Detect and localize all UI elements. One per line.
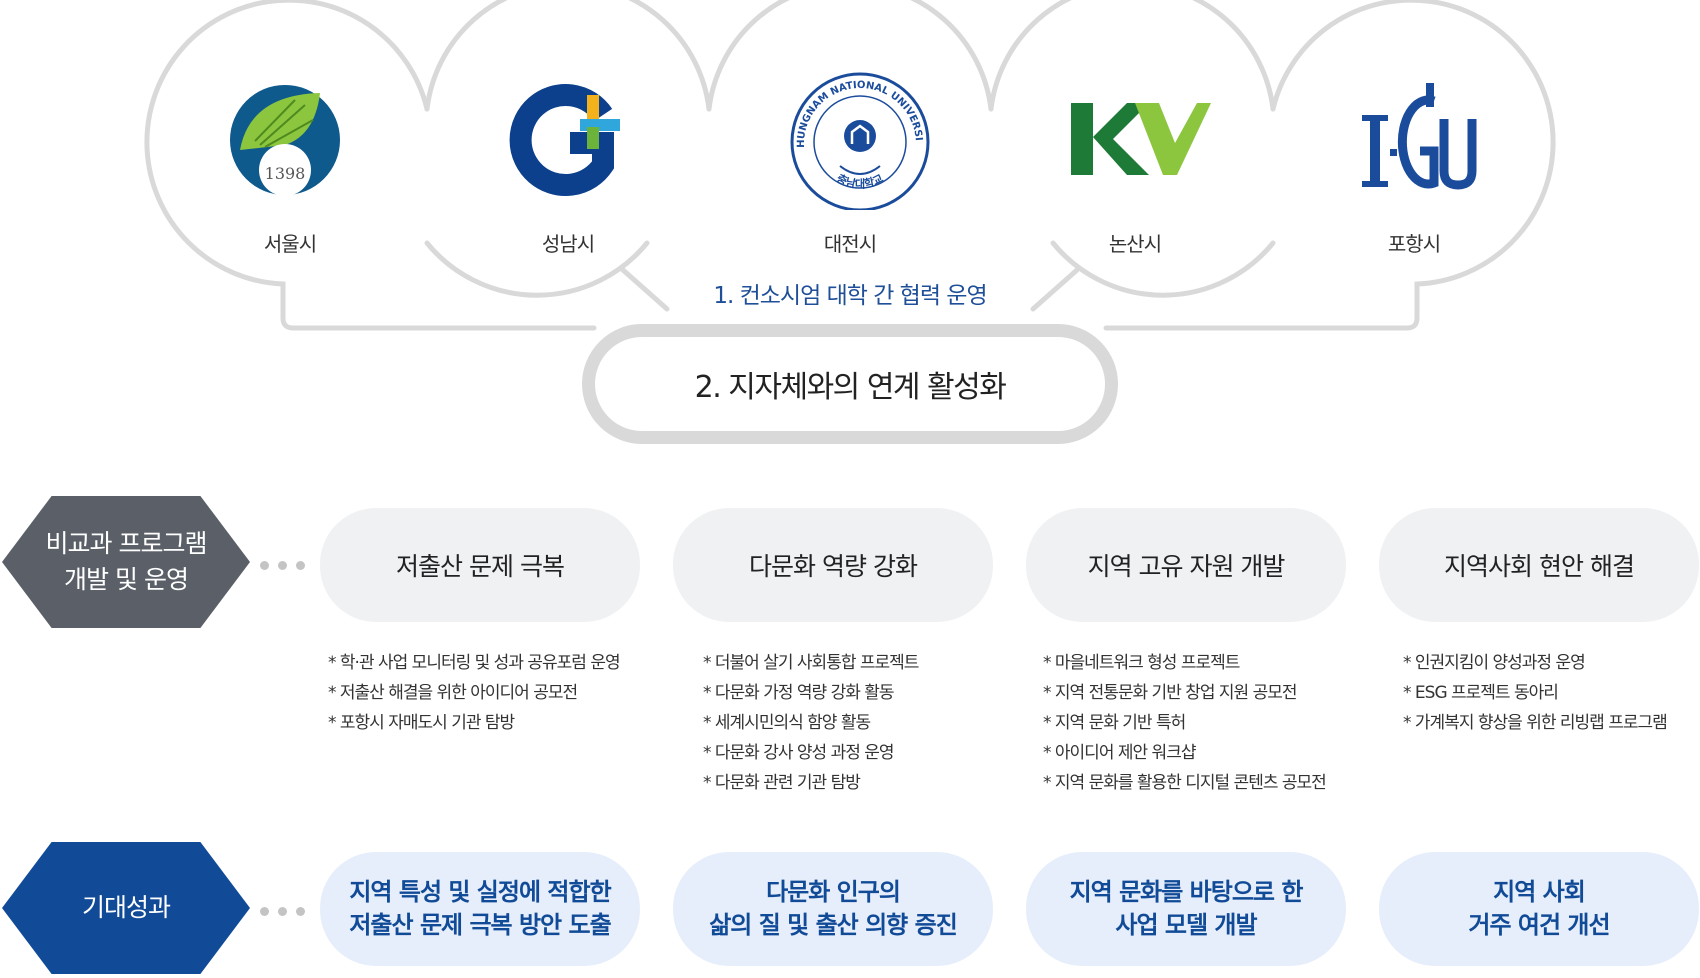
dot bbox=[278, 561, 287, 570]
category-bullet-list: 학·관 사업 모니터링 및 성과 공유포럼 운영 저출산 해결을 위한 아이디어… bbox=[328, 648, 621, 738]
konyang-logo bbox=[1065, 85, 1225, 215]
outcome-pill: 지역 특성 및 실정에 적합한 저출산 문제 극복 방안 도출 bbox=[320, 852, 640, 966]
university-seal-icon: CHUNGNAM NATIONAL UNIVERSITY 충남대학교 bbox=[775, 62, 930, 212]
outcome-pill: 지역 문화를 바탕으로 한 사업 모델 개발 bbox=[1026, 852, 1346, 966]
dot bbox=[296, 907, 305, 916]
list-item: 다문화 관련 기관 탐방 bbox=[703, 768, 918, 798]
expected-outcomes-hexagon: 기대성과 bbox=[2, 842, 250, 974]
outcome-pill: 다문화 인구의 삶의 질 및 출산 의향 증진 bbox=[673, 852, 993, 966]
list-item: 학·관 사업 모니터링 및 성과 공유포럼 운영 bbox=[328, 648, 621, 678]
ky-logo-icon bbox=[1071, 103, 1211, 175]
list-item: 포항시 자매도시 기관 탐방 bbox=[328, 708, 620, 738]
city-label-daejeon: 대전시 bbox=[823, 232, 877, 256]
outcome-pill: 지역 사회 거주 여건 개선 bbox=[1379, 852, 1699, 966]
seongnam-g-icon bbox=[509, 84, 620, 196]
category-bullet-list: 인권지킴이 양성과정 운영 ESG 프로젝트 동아리 가계복지 향상을 위한 리… bbox=[1403, 648, 1668, 738]
list-item: 지역 문화를 활용한 디지털 콘텐츠 공모전 bbox=[1043, 768, 1327, 798]
outcome-line: 삶의 질 및 출산 의향 증진 bbox=[709, 911, 958, 939]
chungnam-university-seal: CHUNGNAM NATIONAL UNIVERSITY 충남대학교 bbox=[775, 62, 940, 212]
list-item: 지역 전통문화 기반 창업 지원 공모전 bbox=[1043, 678, 1326, 708]
list-item: 세계시민의식 함양 활동 bbox=[703, 708, 918, 738]
outcome-line: 저출산 문제 극복 방안 도출 bbox=[349, 911, 611, 939]
seoul-logo: 1398 bbox=[205, 75, 365, 205]
dot bbox=[260, 907, 269, 916]
list-item: 가계복지 향상을 위한 리빙랩 프로그램 bbox=[1403, 708, 1668, 738]
program-label-line1: 비교과 프로그램 bbox=[45, 529, 208, 558]
outcome-line: 지역 문화를 바탕으로 한 bbox=[1069, 878, 1304, 906]
list-item: 다문화 강사 양성 과정 운영 bbox=[703, 738, 918, 768]
list-item: 마을네트워크 형성 프로젝트 bbox=[1043, 648, 1326, 678]
city-label-seongnam: 성남시 bbox=[541, 232, 595, 256]
dot bbox=[278, 907, 287, 916]
category-pill: 다문화 역량 강화 bbox=[673, 508, 993, 622]
list-item: 저출산 해결을 위한 아이디어 공모전 bbox=[328, 678, 620, 708]
outcome-dots bbox=[260, 907, 305, 916]
category-pill: 지역 고유 자원 개발 bbox=[1026, 508, 1346, 622]
outcome-line: 지역 특성 및 실정에 적합한 bbox=[349, 878, 611, 906]
hgu-logo-icon bbox=[1362, 83, 1477, 190]
city-label-pohang: 포항시 bbox=[1387, 232, 1441, 256]
category-bullet-list: 더불어 살기 사회통합 프로젝트 다문화 가정 역량 강화 활동 세계시민의식 … bbox=[703, 648, 920, 798]
category-title: 지역사회 현안 해결 bbox=[1444, 552, 1635, 581]
handong-logo bbox=[1340, 75, 1500, 205]
category-bullet-list: 마을네트워크 형성 프로젝트 지역 전통문화 기반 창업 지원 공모전 지역 문… bbox=[1043, 648, 1327, 798]
local-government-hub: 2. 지자체와의 연계 활성화 bbox=[582, 324, 1118, 444]
list-item: 인권지킴이 양성과정 운영 bbox=[1403, 648, 1667, 678]
outcome-line: 거주 여건 개선 bbox=[1468, 911, 1610, 939]
category-pill: 저출산 문제 극복 bbox=[320, 508, 640, 622]
category-title: 다문화 역량 강화 bbox=[749, 552, 918, 581]
svg-text:1398: 1398 bbox=[265, 164, 306, 183]
program-label-line2: 개발 및 운영 bbox=[64, 565, 189, 594]
list-item: 아이디어 제안 워크샵 bbox=[1043, 738, 1326, 768]
program-hexagon: 비교과 프로그램 개발 및 운영 bbox=[2, 496, 250, 628]
hub-title: 2. 지자체와의 연계 활성화 bbox=[694, 370, 1007, 405]
expected-outcomes-label: 기대성과 bbox=[81, 893, 171, 922]
dot bbox=[260, 561, 269, 570]
consortium-cooperation-text: 1. 컨소시엄 대학 간 협력 운영 bbox=[713, 283, 987, 309]
list-item: ESG 프로젝트 동아리 bbox=[1403, 678, 1667, 708]
outcome-line: 지역 사회 bbox=[1493, 878, 1586, 906]
outcome-line: 다문화 인구의 bbox=[766, 878, 901, 906]
svg-text:충남대학교: 충남대학교 bbox=[835, 171, 886, 191]
city-label-nonsan: 논산시 bbox=[1108, 232, 1162, 256]
seoul-ginkgo-icon: 1398 bbox=[230, 85, 340, 196]
category-title: 저출산 문제 극복 bbox=[396, 552, 565, 581]
list-item: 다문화 가정 역량 강화 활동 bbox=[703, 678, 918, 708]
outcome-line: 사업 모델 개발 bbox=[1115, 911, 1257, 939]
category-pill: 지역사회 현안 해결 bbox=[1379, 508, 1699, 622]
city-label-seoul: 서울시 bbox=[263, 232, 317, 256]
category-title: 지역 고유 자원 개발 bbox=[1087, 552, 1286, 581]
program-dots bbox=[260, 561, 305, 570]
seongnam-logo bbox=[485, 75, 645, 205]
list-item: 더불어 살기 사회통합 프로젝트 bbox=[703, 648, 920, 678]
dot bbox=[296, 561, 305, 570]
list-item: 지역 문화 기반 특허 bbox=[1043, 708, 1326, 738]
